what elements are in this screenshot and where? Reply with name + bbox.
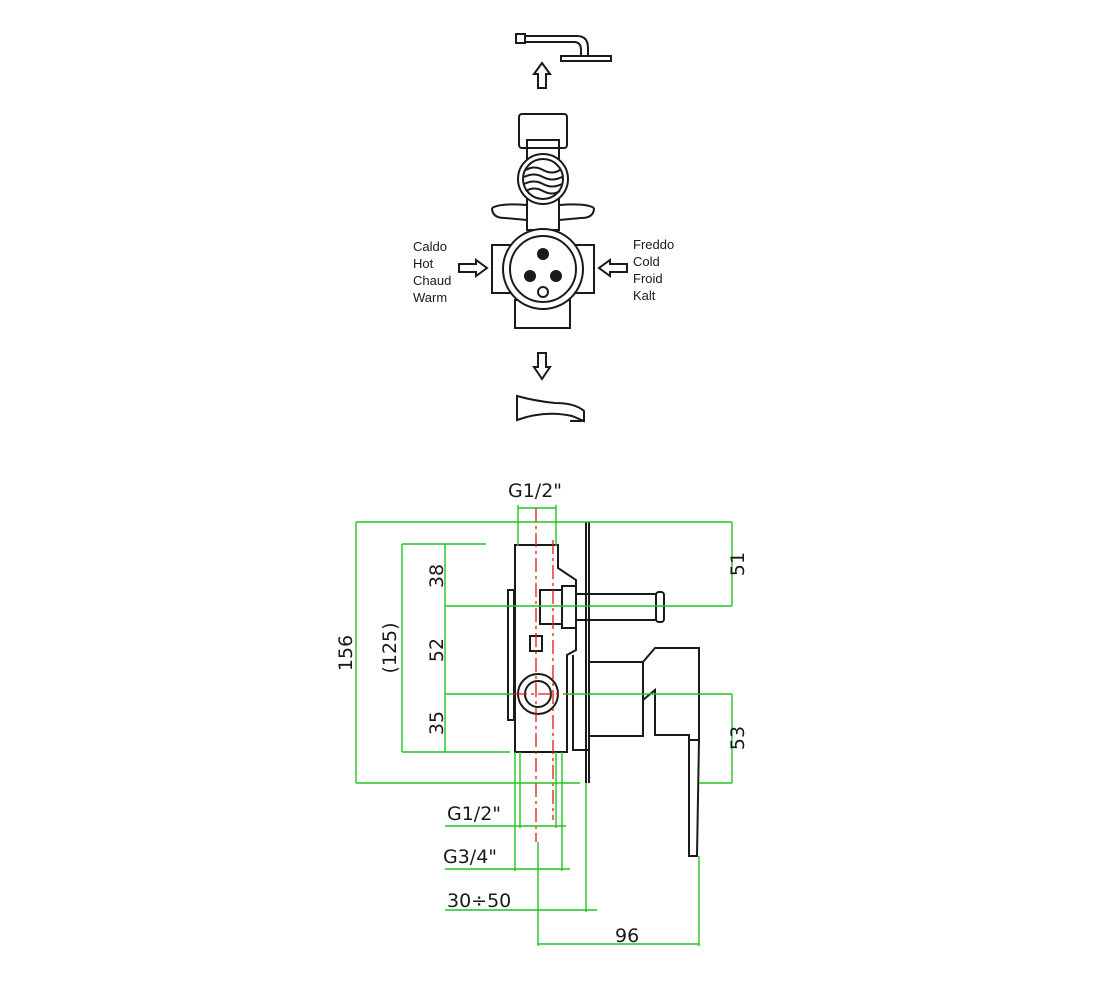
- mixer-side-body: [507, 522, 700, 857]
- outlet-down-arrow-icon: [532, 352, 552, 381]
- dim-right-upper: 51: [727, 552, 749, 576]
- spout-icon: [516, 394, 585, 423]
- dim-upper: 38: [426, 564, 448, 588]
- dim-body-height: (125): [379, 622, 401, 673]
- cold-label-it: Freddo: [633, 237, 674, 252]
- dim-thread-small: G1/2": [447, 803, 501, 825]
- dim-lower: 35: [426, 711, 448, 735]
- hot-label-en: Hot: [413, 256, 434, 271]
- hot-inlet-arrow-icon: [458, 258, 489, 278]
- dim-top-thread: G1/2": [508, 480, 562, 502]
- dim-total-height: 156: [335, 635, 357, 671]
- cold-label-de: Kalt: [633, 288, 656, 303]
- shower-head-icon: [515, 33, 612, 62]
- diverter-valve-body: [491, 113, 595, 329]
- cold-inlet-arrow-icon: [597, 258, 628, 278]
- outlet-up-arrow-icon: [532, 61, 552, 89]
- hot-labels: Caldo Hot Chaud Warm: [413, 239, 451, 305]
- dim-depth-range: 30÷50: [447, 890, 511, 912]
- cold-label-fr: Froid: [633, 271, 663, 286]
- hot-label-de: Warm: [413, 290, 447, 305]
- centre-lines: [513, 508, 565, 842]
- dim-right-lower: 53: [727, 726, 749, 750]
- dim-thread-large: G3/4": [443, 846, 497, 868]
- hot-label-it: Caldo: [413, 239, 447, 254]
- cold-labels: Freddo Cold Froid Kalt: [633, 237, 674, 303]
- dimension-lines: [355, 505, 733, 946]
- hot-label-fr: Chaud: [413, 273, 451, 288]
- cold-label-en: Cold: [633, 254, 660, 269]
- dim-middle: 52: [426, 638, 448, 662]
- dimension-labels: G1/2" 156 (125) 38 52 35 51 53 G1/2" G3/…: [335, 480, 749, 947]
- dim-projection: 96: [615, 925, 639, 947]
